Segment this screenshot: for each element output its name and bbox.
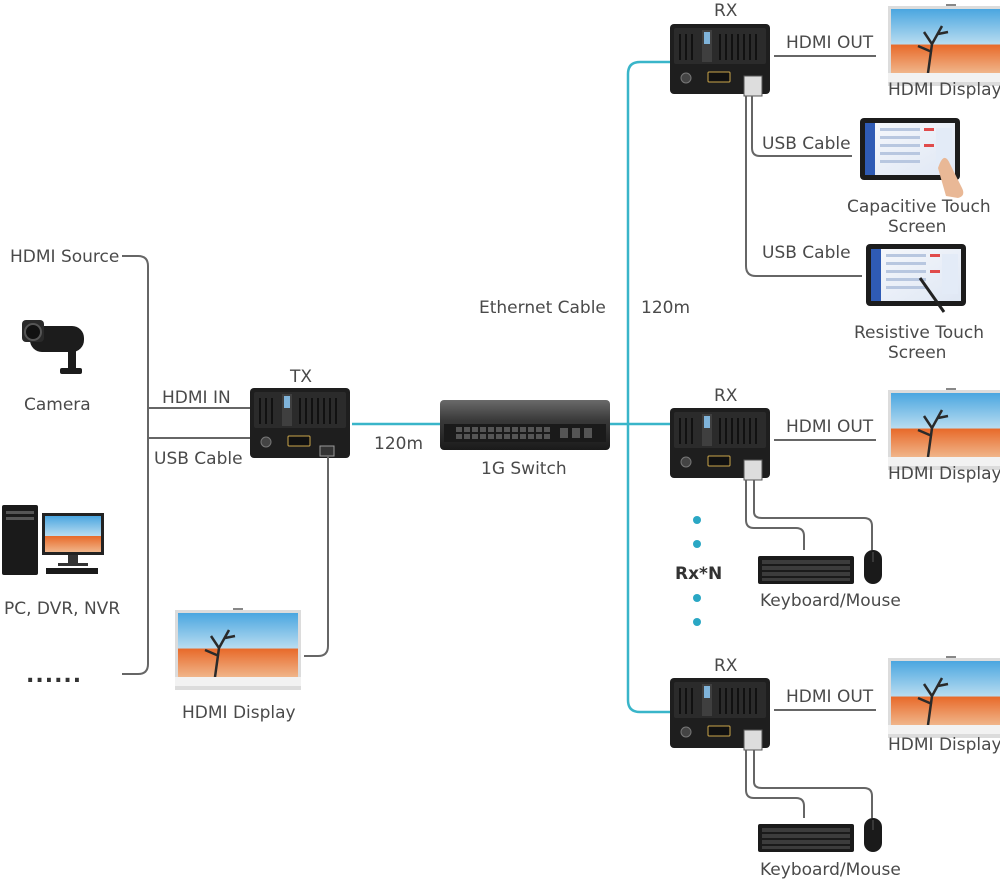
camera-icon <box>22 320 84 374</box>
tx-label: TX <box>289 367 312 387</box>
rx-2-label: RX <box>714 386 738 406</box>
rx-1-display-label: HDMI Display <box>888 80 1000 100</box>
rx-count-label: Rx*N <box>675 564 722 584</box>
rx-1-usb-label-2: USB Cable <box>762 243 851 263</box>
rx-1-usb-wire-2 <box>745 96 862 277</box>
source-bracket <box>122 255 149 675</box>
source-panel: HDMI Source Camera PC, DVR, NVR ...... <box>2 247 149 688</box>
rx-1-label: RX <box>714 1 738 21</box>
ethernet-label: Ethernet Cable <box>479 298 606 318</box>
capacitive-touch-screen-icon <box>860 118 964 198</box>
rx-3-keyboard-mouse-icon <box>757 817 883 853</box>
rx-2-keyboard-mouse-icon <box>757 549 883 585</box>
tx-distance-label: 120m <box>374 434 423 454</box>
rx-2-hdmi-out-label: HDMI OUT <box>786 417 874 437</box>
tx-device: TX <box>249 367 351 459</box>
hdmi-in-label: HDMI IN <box>162 388 231 408</box>
capacitive-touch-label-line1: Capacitive Touch <box>847 197 991 217</box>
rx-1-usb-label-1: USB Cable <box>762 134 851 154</box>
rx-3-label: RX <box>714 656 738 676</box>
rx-1-hdmi-out-label: HDMI OUT <box>786 33 874 53</box>
camera-label: Camera <box>24 395 91 415</box>
resistive-touch-screen-icon <box>866 244 966 313</box>
rx-3-hdmi-out-label: HDMI OUT <box>786 687 874 707</box>
rx-2-peripheral-wires <box>745 480 873 550</box>
tx-local-display-label: HDMI Display <box>182 703 296 723</box>
ethernet-bus <box>610 60 670 714</box>
rx-3-peripheral-wires <box>745 750 873 818</box>
resistive-touch-label-line2: Screen <box>888 343 946 363</box>
more-sources-label: ...... <box>26 663 82 688</box>
rx-1-usb-wire-1 <box>751 96 852 157</box>
rx-3-peripheral-label: Keyboard/Mouse <box>760 860 901 880</box>
rx-2-peripheral-label: Keyboard/Mouse <box>760 591 901 611</box>
switch-icon <box>440 400 610 450</box>
source-panel-title: HDMI Source <box>10 247 119 267</box>
rx-distance-label: 120m <box>641 298 690 318</box>
switch-label: 1G Switch <box>481 459 567 479</box>
capacitive-touch-label-line2: Screen <box>888 217 946 237</box>
tx-usb-label: USB Cable <box>154 449 243 469</box>
rx-ellipsis-dots <box>693 516 701 626</box>
rx-device-1: RX <box>669 1 771 97</box>
rx-3-monitor-icon <box>886 654 1000 740</box>
tx-local-monitor-icon <box>173 606 303 692</box>
resistive-touch-label-line1: Resistive Touch <box>854 323 984 343</box>
tx-local-display-wire <box>304 456 329 657</box>
rx-2-display-label: HDMI Display <box>888 464 1000 484</box>
rx-1-monitor-icon <box>886 2 1000 88</box>
rx-device-2: RX <box>669 386 771 481</box>
pc-icon <box>2 505 104 575</box>
rx-2-monitor-icon <box>886 386 1000 472</box>
pc-label: PC, DVR, NVR <box>4 599 120 619</box>
rx-3-display-label: HDMI Display <box>888 735 1000 755</box>
rx-device-3: RX <box>669 656 771 751</box>
